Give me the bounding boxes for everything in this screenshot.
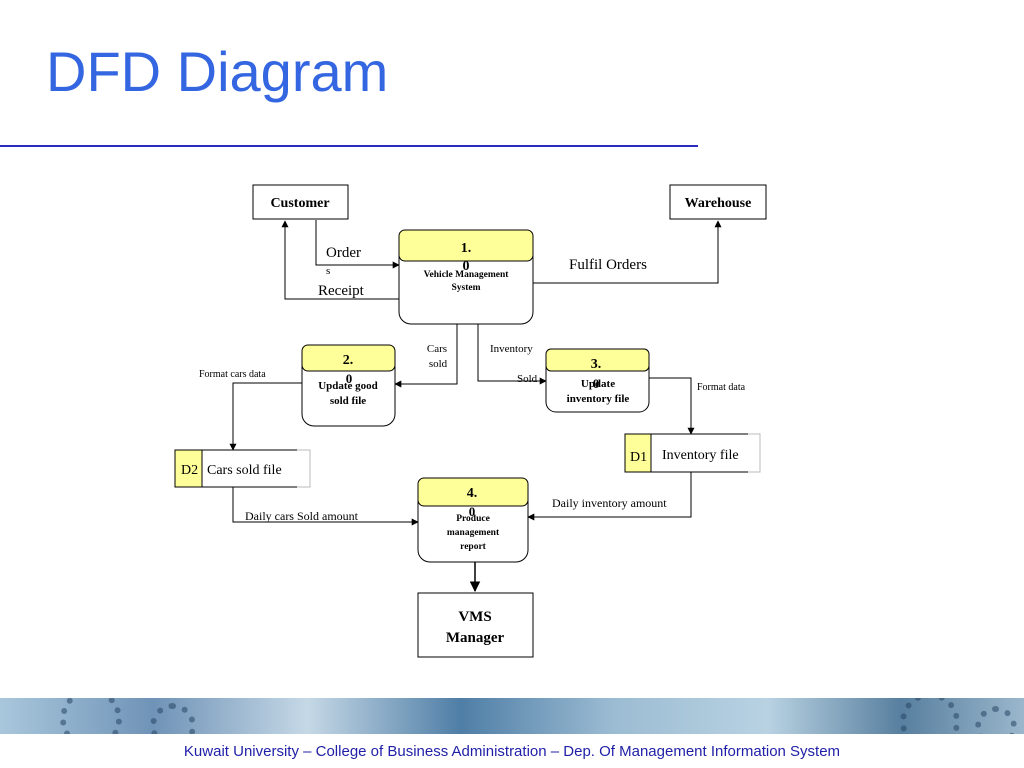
flow-format-cars-data	[229, 382, 302, 451]
process-4: 4. 0 Produce management report	[417, 477, 529, 563]
flow-orders	[315, 220, 400, 269]
entity-vms-manager: VMS Manager	[417, 592, 534, 658]
dfd-diagram: Customer Warehouse VMS Manager 1. 0 Vehi…	[174, 184, 767, 658]
process-4-number: 4.	[467, 486, 478, 501]
footer-decorative-band	[0, 698, 1024, 734]
footer-text: Kuwait University – College of Business …	[183, 743, 841, 760]
datastore-d1-id: D1	[630, 450, 647, 465]
label-orders-line2: s	[326, 265, 330, 277]
label-fulfil-orders: Fulfil Orders	[569, 257, 647, 273]
process-3-number: 3.	[591, 357, 602, 372]
process-1-number: 1.	[461, 241, 472, 256]
flow-cars-sold	[394, 314, 458, 388]
flow-daily-inventory	[527, 472, 692, 521]
process-3-name-line1: Update	[581, 378, 615, 390]
process-1-name-line1: Vehicle Management	[424, 270, 510, 280]
entity-customer-label: Customer	[270, 196, 329, 211]
entity-customer: Customer	[252, 184, 349, 220]
label-daily-inventory: Daily inventory amount	[552, 496, 667, 510]
label-format-cars-data: Format cars data	[199, 369, 266, 380]
process-2-name-line2: sold file	[330, 395, 366, 407]
flow-fulfil-orders	[533, 220, 722, 284]
process-3-name-line2: inventory file	[567, 393, 630, 405]
entity-warehouse: Warehouse	[669, 184, 767, 220]
datastore-d1-name: Inventory file	[662, 448, 739, 463]
flow-inventory-sold	[477, 314, 547, 385]
entity-warehouse-label: Warehouse	[685, 196, 752, 211]
process-2-number: 2.	[343, 353, 354, 368]
label-receipt: Receipt	[318, 283, 365, 299]
process-3: 3. 0 Update inventory file	[545, 348, 650, 413]
label-cars-sold-line2: sold	[429, 358, 448, 370]
label-daily-cars-sold: Daily cars Sold amount	[245, 509, 359, 523]
process-2-number-cont: 0	[346, 371, 353, 386]
flow-labels: Order s Receipt Fulfil Orders Cars sold …	[199, 245, 746, 523]
datastore-d2-id: D2	[181, 463, 198, 478]
label-orders-line1: Order	[326, 245, 361, 261]
datastore-d2: D2 Cars sold file	[174, 449, 311, 488]
label-cars-sold-line1: Cars	[427, 343, 447, 355]
datastore-d2-name: Cars sold file	[207, 463, 282, 478]
flow-format-data	[640, 377, 695, 435]
flow-lines	[229, 220, 722, 593]
process-1: 1. 0 Vehicle Management System	[398, 229, 534, 325]
label-inventory-sold-line1: Inventory	[490, 343, 533, 355]
process-3-number-cont: 0	[593, 376, 600, 391]
label-format-data: Format data	[697, 382, 746, 393]
process-4-number-cont: 0	[469, 504, 476, 519]
process-1-name-line2: System	[451, 283, 480, 293]
title-divider	[0, 145, 698, 147]
process-1-number-cont: 0	[463, 259, 470, 274]
process-2: 2. 0 Update good sold file	[301, 344, 396, 427]
process-4-name-line3: report	[460, 542, 487, 552]
datastore-d1: D1 Inventory file	[624, 433, 761, 473]
label-inventory-sold-line2: Sold	[517, 373, 538, 385]
entity-manager-line2: Manager	[446, 630, 505, 646]
process-4-name-line1: Produce	[456, 514, 490, 524]
slide-title: DFD Diagram	[46, 40, 389, 103]
gear-icon	[975, 706, 1017, 734]
gear-icon	[900, 698, 960, 734]
process-4-name-line2: management	[447, 528, 500, 538]
flow-receipt	[281, 220, 399, 300]
gear-icon	[60, 698, 122, 734]
entity-manager-line1: VMS	[458, 609, 491, 625]
process-2-name-line1: Update good	[318, 380, 378, 392]
flow-daily-cars-sold	[232, 487, 419, 526]
gear-icon	[150, 703, 196, 734]
